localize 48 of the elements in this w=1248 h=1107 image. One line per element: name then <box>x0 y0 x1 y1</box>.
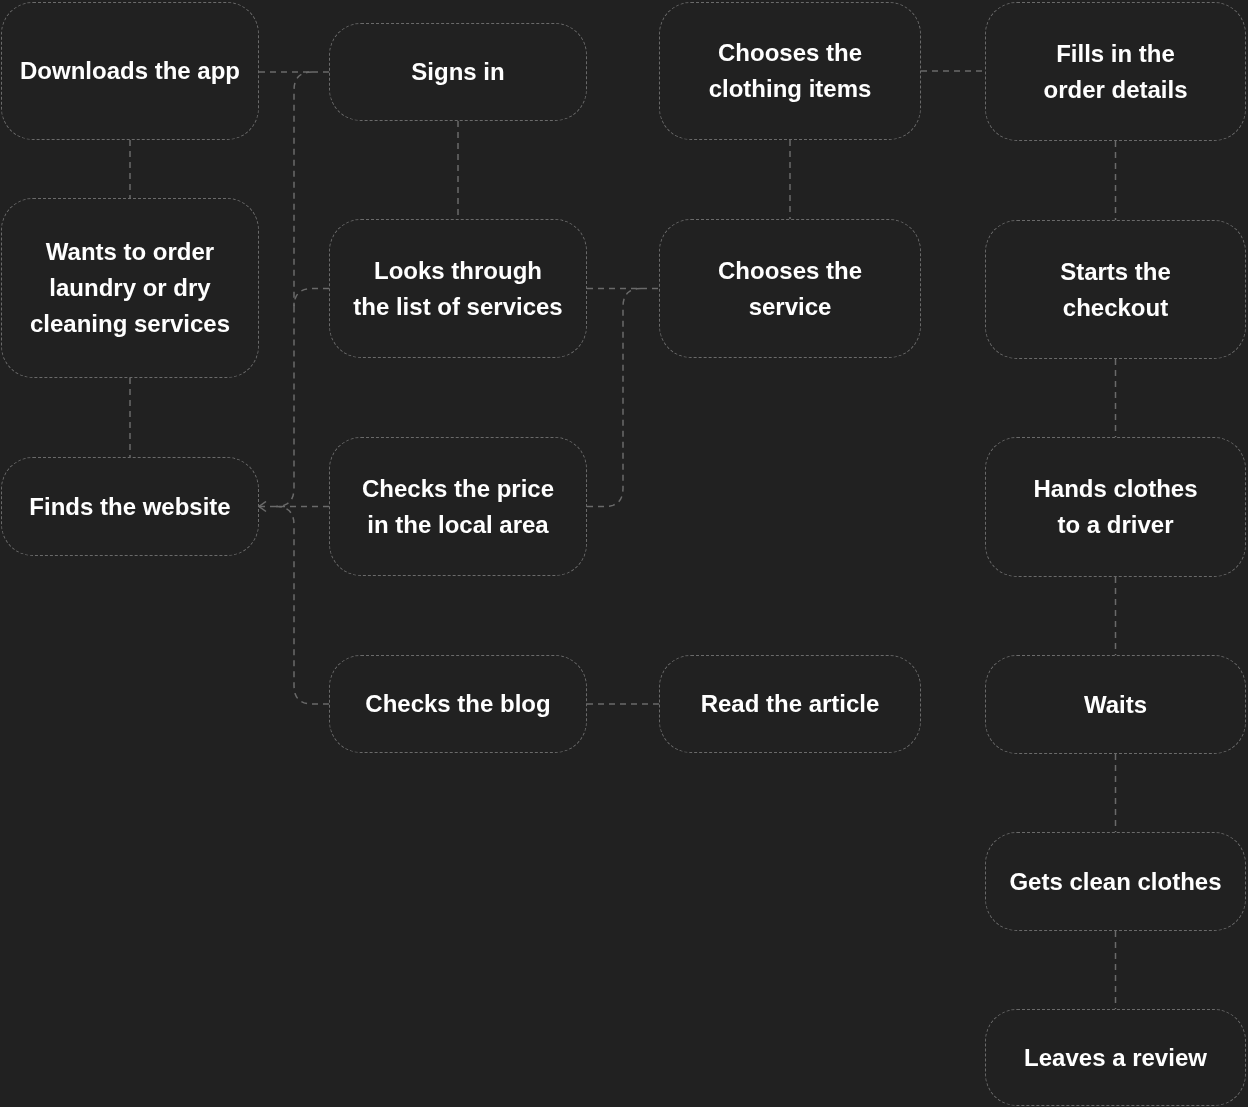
step-label: Signs in <box>411 57 505 87</box>
dashed-connector <box>1114 576 1117 656</box>
step-label: Leaves a review <box>1024 1042 1207 1073</box>
step-label: Downloads the app <box>20 56 240 86</box>
step-box <box>1 457 259 556</box>
dashed-connector <box>586 703 660 705</box>
dashed-connector <box>789 139 791 220</box>
step-box <box>659 2 921 140</box>
step-label: Starts the checkout <box>1059 256 1172 323</box>
step-box <box>985 655 1246 754</box>
step-label: Fills in the order details <box>1042 38 1189 105</box>
step-box <box>1 198 259 378</box>
dashed-connector <box>1114 358 1117 438</box>
dashed-connector <box>1114 753 1117 833</box>
dashed-connector <box>293 287 330 308</box>
dashed-connector <box>129 139 131 199</box>
step-box <box>985 832 1246 931</box>
step-label: Read the article <box>700 689 880 719</box>
dashed-connector <box>586 287 642 508</box>
step-box <box>985 220 1246 359</box>
step-box <box>329 655 587 753</box>
step-label: Chooses the clothing items <box>707 38 873 104</box>
step-label: Checks the blog <box>365 689 551 719</box>
step-label: Finds the website <box>29 491 231 522</box>
step-box <box>659 655 921 753</box>
step-label: Gets clean clothes <box>1009 866 1222 897</box>
step-box <box>329 437 587 576</box>
step-box <box>329 23 587 121</box>
step-box <box>985 437 1246 577</box>
dashed-connector <box>129 377 131 458</box>
step-label: Wants to order laundry or dry cleaning services <box>28 237 232 339</box>
step-label: Chooses the service <box>717 255 863 322</box>
dashed-connector <box>1114 930 1117 1010</box>
dashed-connector <box>275 505 330 705</box>
step-box <box>1 2 259 140</box>
step-label: Waits <box>1083 689 1148 720</box>
step-box <box>985 1009 1246 1106</box>
dashed-connector <box>258 500 277 513</box>
step-box <box>985 2 1246 141</box>
dashed-connector <box>1114 140 1117 221</box>
dashed-connector <box>640 287 660 290</box>
step-label: Hands clothes to a driver <box>1032 474 1199 540</box>
step-label: Checks the price in the local area <box>360 473 556 540</box>
step-box <box>659 219 921 358</box>
step-box <box>329 219 587 358</box>
dashed-connector <box>293 71 313 308</box>
step-label: Looks through the list of services <box>353 255 563 322</box>
dashed-connector <box>311 71 330 73</box>
